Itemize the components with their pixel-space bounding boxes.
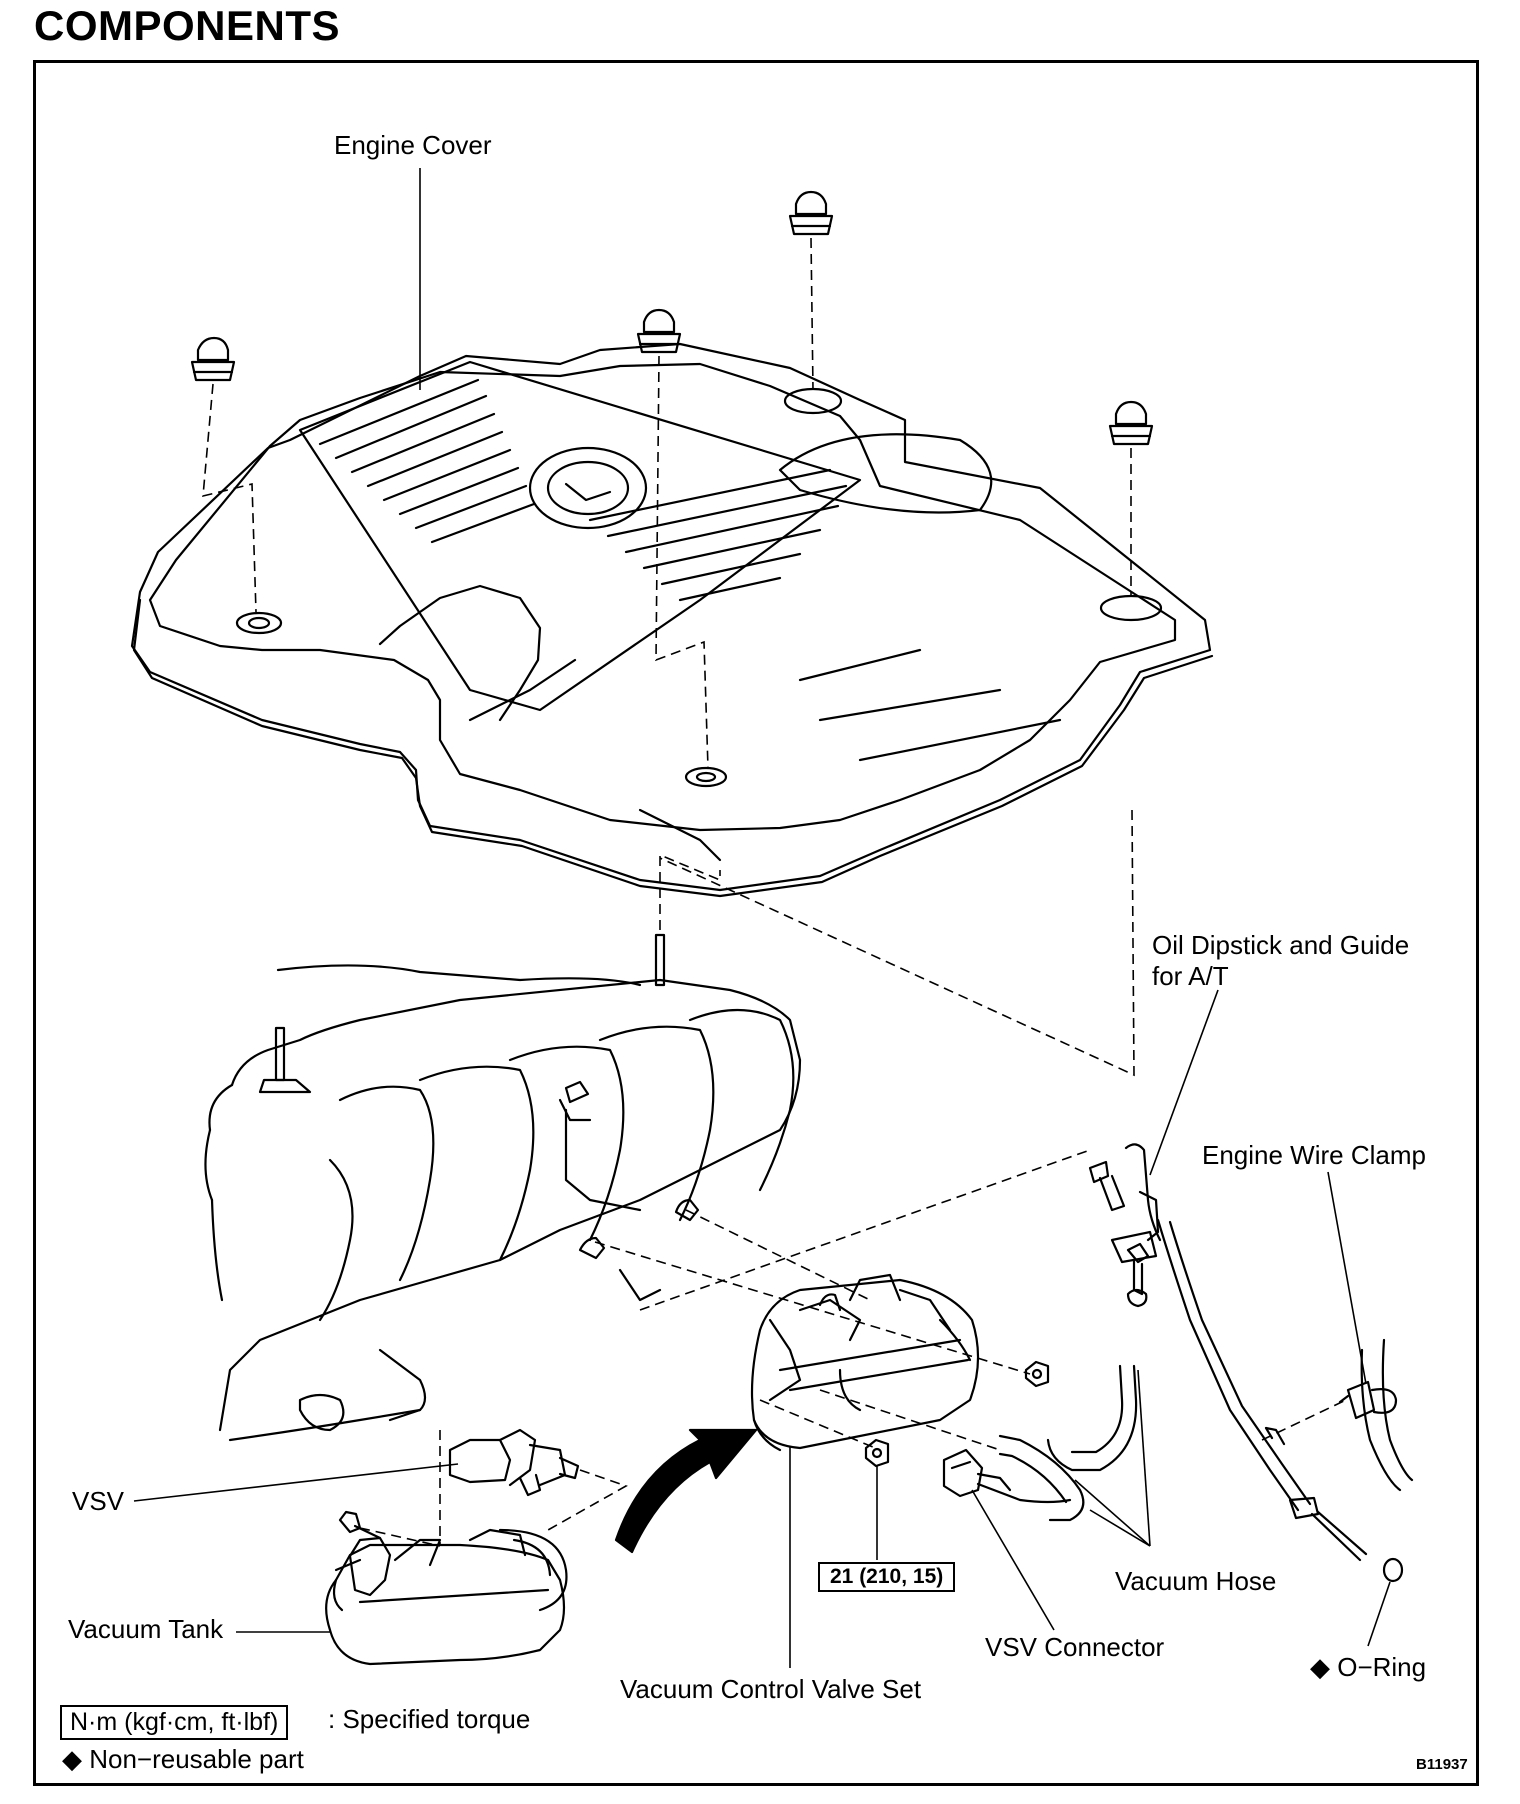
bolt-dipstick: [1126, 1242, 1150, 1308]
leader-vacuum-hose-1: [1074, 1479, 1151, 1547]
o-ring-illustration: [1382, 1557, 1404, 1583]
cap-nut-2: [636, 308, 682, 354]
legend-torque-text: : Specified torque: [328, 1704, 531, 1734]
cap-nut-4: [1108, 400, 1154, 446]
dash-manifold-to-valve-1: [594, 1241, 1031, 1375]
cap-nut-1: [190, 336, 236, 382]
legend-non-reusable: ◆ Non−reusable part: [62, 1744, 304, 1774]
label-engine-wire-clamp: Engine Wire Clamp: [1202, 1140, 1426, 1170]
label-vsv: VSV: [72, 1486, 125, 1516]
nut-valve-right: [1024, 1360, 1050, 1388]
vacuum-control-valve-set-illustration: [750, 1273, 980, 1452]
dash-nut-1: [202, 383, 257, 613]
dash-clamp: [1261, 1399, 1347, 1441]
install-direction-arrow: [614, 1428, 758, 1554]
leader-vsv: [133, 1463, 459, 1502]
leader-o-ring: [1367, 1581, 1391, 1647]
label-vacuum-control-valve-set: Vacuum Control Valve Set: [620, 1674, 922, 1704]
label-oil-dipstick-line2: for A/T: [1152, 961, 1229, 991]
page-title: COMPONENTS: [34, 2, 341, 49]
dash-vsv-bolt: [359, 1527, 441, 1547]
cap-nut-3: [788, 190, 834, 236]
leader-oil-dipstick: [1149, 989, 1219, 1176]
dash-cover-to-dipstick: [659, 809, 1135, 1077]
torque-spec-box: 21 (210, 15): [818, 1562, 956, 1592]
figure-code: B11937: [1416, 1756, 1468, 1773]
intake-manifold-illustration: [204, 933, 802, 1442]
label-o-ring: ◆ O−Ring: [1310, 1652, 1427, 1682]
engine-wire-clamp-illustration: [1338, 1338, 1414, 1492]
oil-dipstick-illustration: [1088, 1143, 1368, 1562]
dash-stud-cover: [659, 853, 721, 930]
leader-engine-wire-clamp: [1327, 1171, 1367, 1385]
dash-nut-2: [655, 355, 709, 769]
dash-nut-3: [810, 237, 814, 391]
vsv-illustration: [448, 1428, 580, 1497]
vsv-connector-illustration: [942, 1448, 1072, 1504]
dash-manifold-to-valve-2: [685, 1209, 871, 1301]
dash-valve-front: [759, 1399, 881, 1451]
dash-valve-to-dipstick: [639, 1149, 1091, 1311]
nut-valve-lower: [864, 1438, 890, 1468]
dash-vsv-tank-2: [547, 1469, 628, 1531]
leader-vacuum-hose-2: [1089, 1509, 1151, 1547]
vacuum-hose-illustration: [998, 1364, 1138, 1522]
label-oil-dipstick-line1: Oil Dipstick and Guide: [1152, 930, 1410, 960]
label-vsv-connector: VSV Connector: [985, 1632, 1165, 1662]
leader-vsv-connector: [971, 1489, 1055, 1631]
vacuum-tank-illustration: [325, 1510, 568, 1666]
diagram-frame: [33, 60, 1479, 1786]
label-vacuum-tank: Vacuum Tank: [68, 1614, 224, 1644]
legend-torque-unit: N·m (kgf·cm, ft·lbf): [60, 1705, 289, 1740]
leader-vacuum-hose-3: [1137, 1369, 1151, 1547]
label-vacuum-hose: Vacuum Hose: [1115, 1566, 1277, 1596]
engine-cover-illustration: [130, 342, 1214, 898]
label-engine-cover: Engine Cover: [334, 130, 492, 160]
